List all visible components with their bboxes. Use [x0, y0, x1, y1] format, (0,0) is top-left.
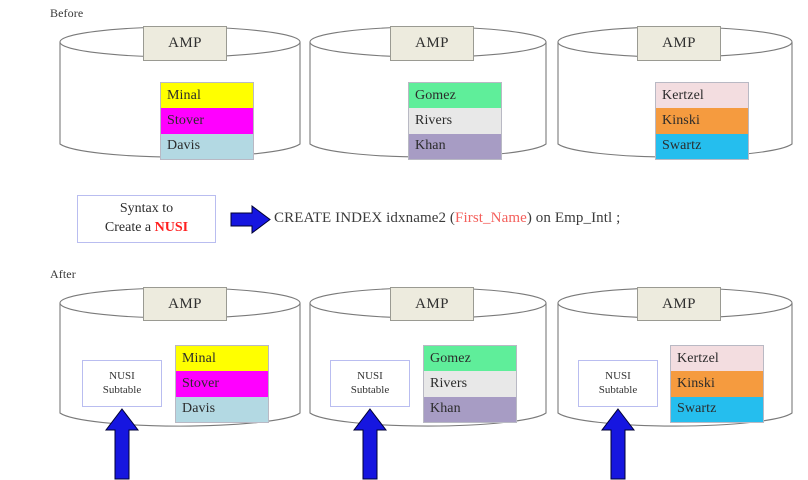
up-arrow-icon [104, 408, 140, 480]
name-row: Stover [176, 371, 268, 397]
amp-label-box-before-3: AMP [637, 26, 721, 61]
name-row: Davis [161, 133, 253, 159]
nusi-subtable-line-2: Subtable [350, 383, 390, 396]
name-row: Stover [161, 108, 253, 134]
name-row: Davis [176, 396, 268, 422]
nusi-subtable-line-1: NUSI [605, 369, 631, 382]
name-row: Minal [161, 83, 253, 109]
sql-statement: CREATE INDEX idxname2 (First_Name) on Em… [274, 210, 620, 227]
name-row: Kinski [671, 371, 763, 397]
amp-label-box-after-3: AMP [637, 287, 721, 321]
sql-highlight-column: First_Name [455, 210, 527, 226]
nusi-subtable-line-2: Subtable [102, 383, 142, 396]
name-row: Swartz [656, 133, 748, 159]
name-row: Gomez [424, 346, 516, 372]
syntax-line-2-prefix: Create a [104, 220, 155, 235]
amp-label-box-after-1: AMP [143, 287, 227, 321]
name-row: Swartz [671, 396, 763, 422]
name-row: Rivers [424, 371, 516, 397]
amp-label-box-before-1: AMP [143, 26, 227, 61]
sql-part-1: CREATE INDEX idxname2 ( [274, 210, 456, 226]
nusi-subtable-line-1: NUSI [357, 369, 383, 382]
amp-label-box-before-2: AMP [390, 26, 474, 61]
name-row: Khan [409, 133, 501, 159]
name-row: Khan [424, 396, 516, 422]
amp-label-box-after-2: AMP [390, 287, 474, 321]
nusi-subtable-line-1: NUSI [109, 369, 135, 382]
up-arrow-icon [600, 408, 636, 480]
name-row: Kertzel [656, 83, 748, 109]
syntax-line-2: Create a NUSI [105, 219, 188, 238]
sql-part-2: ) on Emp_Intl ; [526, 210, 621, 226]
syntax-description-box: Syntax to Create a NUSI [77, 195, 216, 243]
name-row: Gomez [409, 83, 501, 109]
before-section-label: Before [50, 6, 84, 20]
name-row: Rivers [409, 108, 501, 134]
nusi-subtable-line-2: Subtable [598, 383, 638, 396]
name-row: Kertzel [671, 346, 763, 372]
up-arrow-icon [352, 408, 388, 480]
nusi-subtable-box-3: NUSI Subtable [578, 360, 658, 407]
nusi-subtable-box-2: NUSI Subtable [330, 360, 410, 407]
name-row: Kinski [656, 108, 748, 134]
syntax-line-1: Syntax to [119, 201, 174, 217]
right-arrow-icon [230, 205, 271, 234]
after-section-label: After [50, 267, 76, 281]
nusi-subtable-box-1: NUSI Subtable [82, 360, 162, 407]
syntax-nusi-keyword: NUSI [154, 220, 189, 235]
name-row: Minal [176, 346, 268, 372]
